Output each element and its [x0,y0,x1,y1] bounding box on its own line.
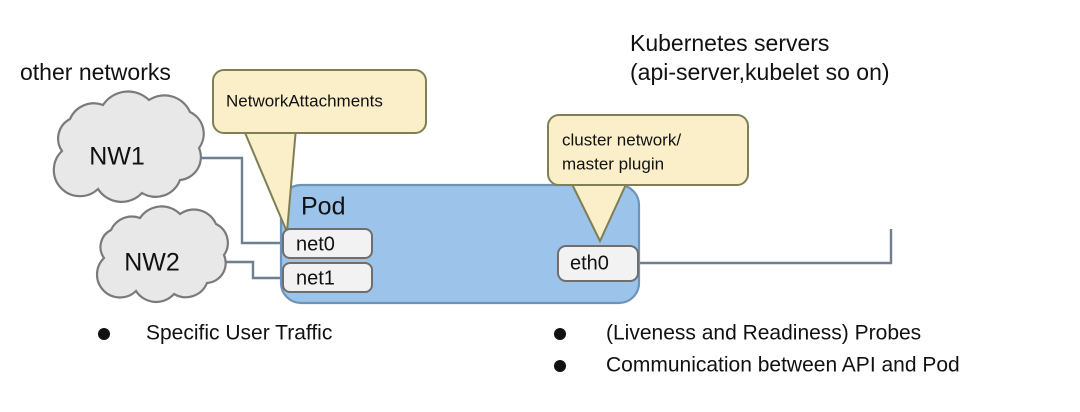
cloud-nw2-label: NW2 [124,249,180,277]
line-nw2-to-net1 [223,260,284,280]
bullet-label-right-1: Communication between API and Pod [606,354,960,377]
callout-cluster-network-line1: cluster network/ [562,130,681,149]
interface-eth0[interactable]: eth0 [557,245,639,282]
interface-net0[interactable]: net0 [282,228,373,259]
interface-eth0-label: eth0 [570,252,609,274]
callout-network-attachments-label: NetworkAttachments [226,91,383,110]
interface-net1[interactable]: net1 [282,262,373,293]
interface-eth0-box[interactable] [557,245,639,282]
bullet-list-right: (Liveness and Readiness) Probes Communic… [554,322,960,377]
bullet-label-right-0: (Liveness and Readiness) Probes [606,322,921,345]
cloud-nw1: NW1 [52,90,205,203]
line-nw1-to-net0 [199,156,284,245]
callout-network-attachments-box [212,69,427,134]
pod-label: Pod [301,193,345,221]
cloud-nw2: NW2 [95,205,229,304]
cloud-nw2-shape [95,205,229,304]
bullet-dot-left-0 [98,328,110,340]
callout-cluster-network-line2: master plugin [562,154,664,173]
k8s-servers-heading-line1: Kubernetes servers [630,30,829,56]
callout-cluster-network-box [547,114,749,186]
callout-network-attachments-tail [241,127,298,233]
callout-network-attachments: NetworkAttachments [212,69,427,233]
bullet-label-left-0: Specific User Traffic [146,322,332,345]
interface-net1-label: net1 [296,267,335,289]
bullet-list-left: Specific User Traffic [98,322,332,345]
cloud-nw1-shape [52,90,205,203]
cloud-nw1-label: NW1 [89,143,145,171]
interface-net0-label: net0 [296,233,335,255]
connector-lines [199,156,893,280]
bullet-dot-right-1 [554,360,566,372]
interface-net0-box[interactable] [282,228,373,259]
other-networks-heading: other networks [20,59,171,85]
interface-net1-box[interactable] [282,262,373,293]
callout-cluster-network: cluster network/ master plugin [547,114,749,244]
line-eth0-to-servers [637,229,893,265]
bullet-dot-right-0 [554,328,566,340]
k8s-servers-heading-line2: (api-server,kubelet so on) [630,59,890,85]
